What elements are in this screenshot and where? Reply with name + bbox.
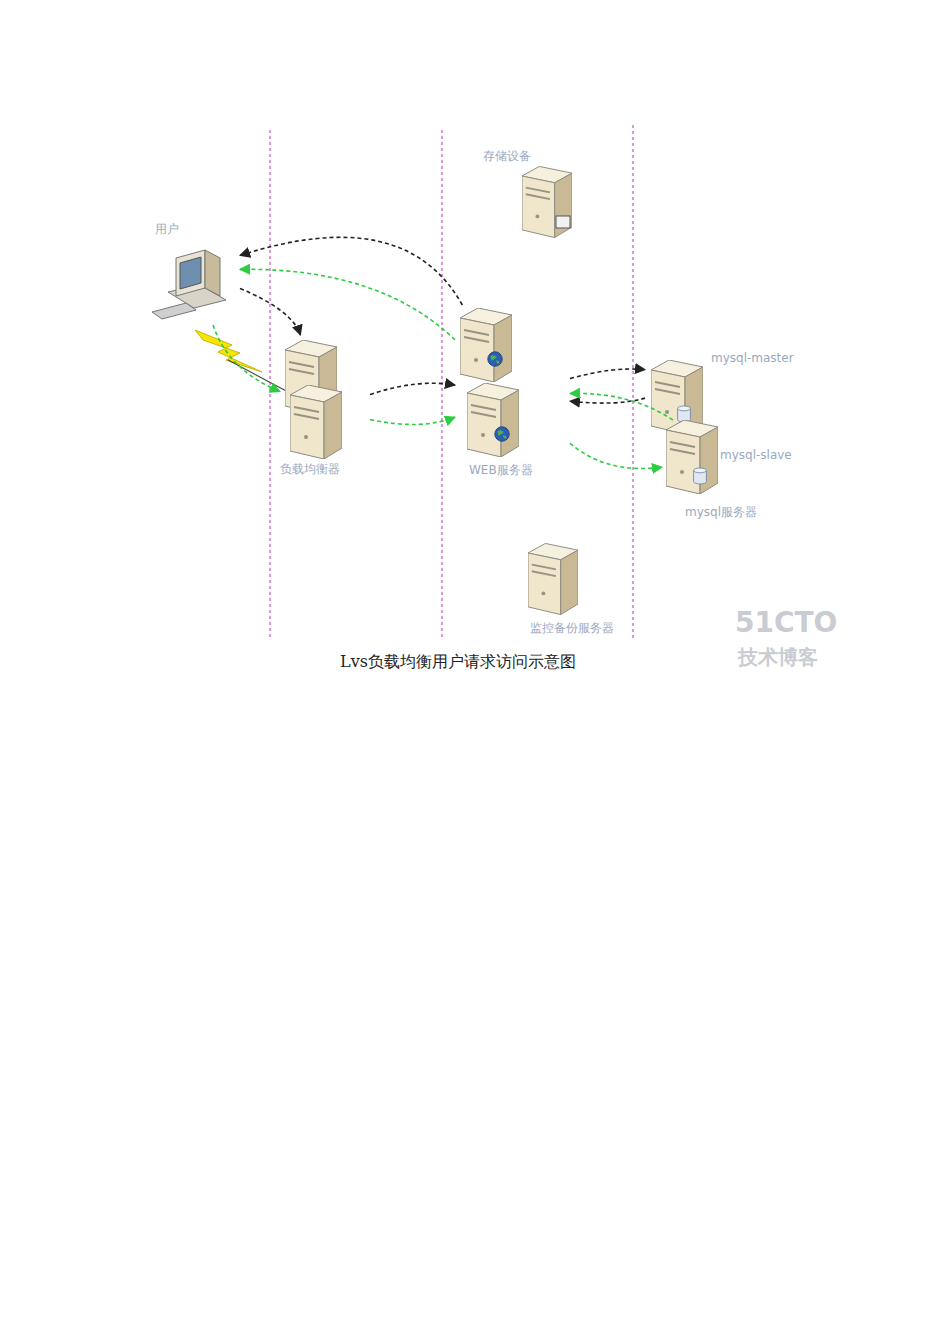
node-label: 监控备份服务器 — [530, 620, 614, 637]
node-label: mysql-master — [711, 351, 794, 365]
flow-arrow — [570, 369, 645, 379]
flow-arrow — [213, 325, 280, 391]
caption: Lvs负载均衡用户请求访问示意图 — [340, 652, 576, 673]
flow-arrow — [370, 417, 455, 424]
load-balancer: 负载均衡器 — [280, 335, 370, 485]
node-label: 用户 — [155, 221, 179, 238]
web-server: WEB服务器 — [455, 305, 570, 485]
flow-arrow — [570, 398, 645, 403]
flow-arrow — [240, 237, 462, 305]
storage-server: 存储设备 — [480, 145, 580, 245]
flow-arrow — [570, 393, 673, 420]
user-pc: 用户 — [150, 215, 240, 325]
flow-arrow — [370, 383, 455, 394]
flow-arrow — [240, 289, 300, 335]
monitor-server: 监控备份服务器 — [520, 540, 635, 640]
group-label: mysql服务器 — [685, 504, 757, 521]
node-label: 负载均衡器 — [280, 461, 340, 478]
flow-arrow — [570, 443, 662, 468]
mysql-slave-server: mysql-slave — [662, 420, 797, 496]
watermark: 51CTO — [735, 606, 837, 639]
mysql-master-server: mysql-master — [645, 345, 790, 410]
flow-arrow — [240, 269, 455, 340]
node-label: WEB服务器 — [469, 462, 533, 479]
watermark: 技术博客 — [738, 644, 818, 671]
node-label: mysql-slave — [720, 448, 792, 462]
node-label: 存储设备 — [483, 148, 531, 165]
